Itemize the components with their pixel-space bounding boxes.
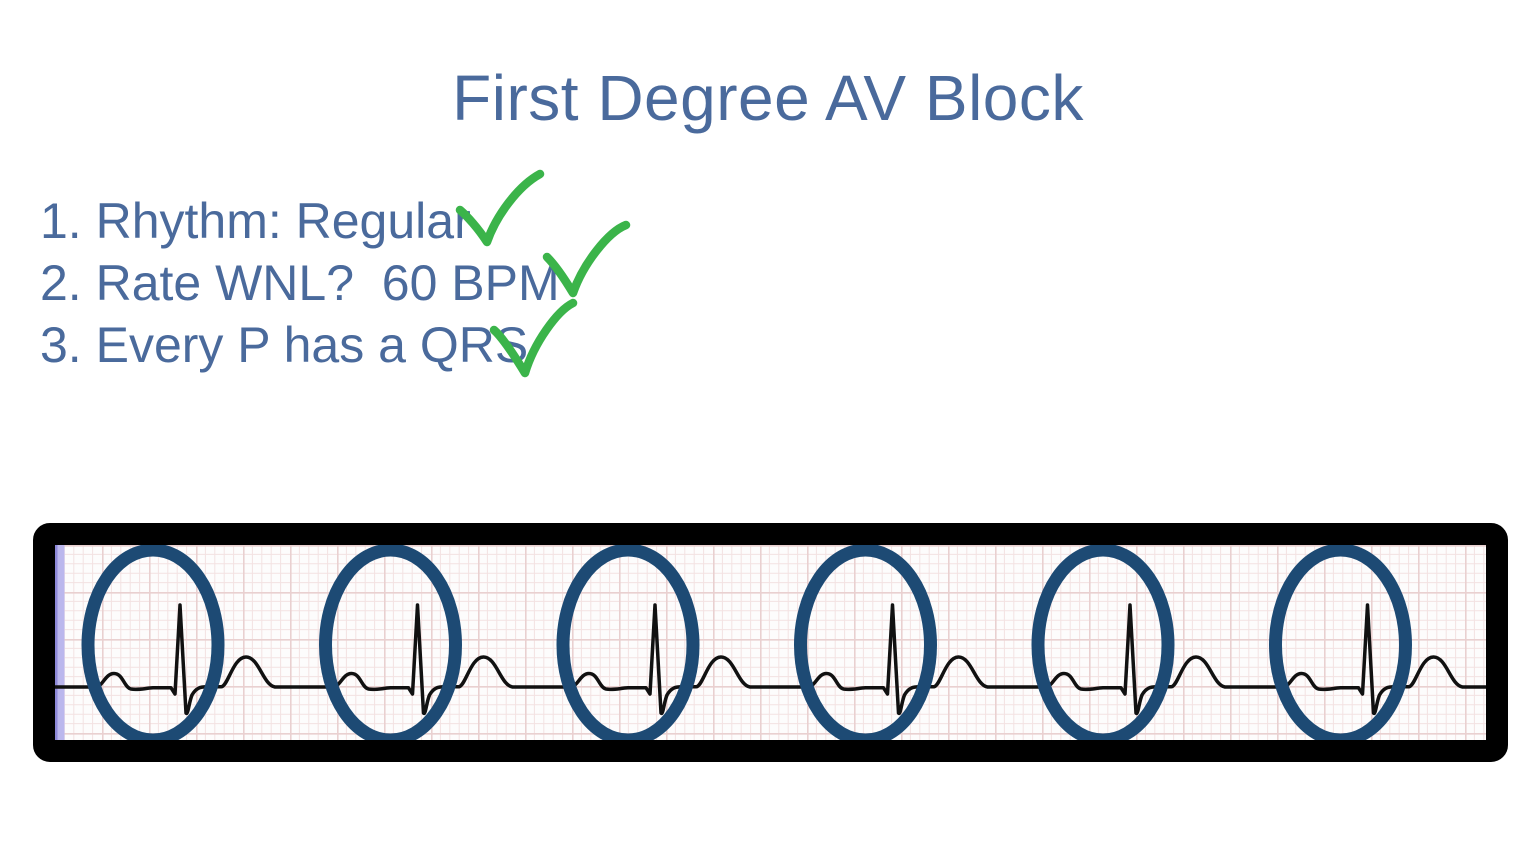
calibration-mark [55,545,65,740]
checkmark-icon [455,169,545,247]
page-title: First Degree AV Block [452,61,1084,134]
checkmark-icon [542,220,631,298]
ecg-grid [55,545,1486,740]
checklist-item-rate: 2. Rate WNL? 60 BPM [40,255,560,311]
checklist: 1. Rhythm: Regular 2. Rate WNL? 60 BPM 3… [40,190,560,376]
calibration-mark-edge [55,545,58,740]
checklist-item-p-qrs: 3. Every P has a QRS [40,317,529,373]
checkmark-icon [489,298,578,378]
ecg-strip [33,523,1508,762]
strip-border [33,523,1508,762]
ecg-trace [53,603,1488,716]
checklist-item-rhythm: 1. Rhythm: Regular [40,193,471,249]
